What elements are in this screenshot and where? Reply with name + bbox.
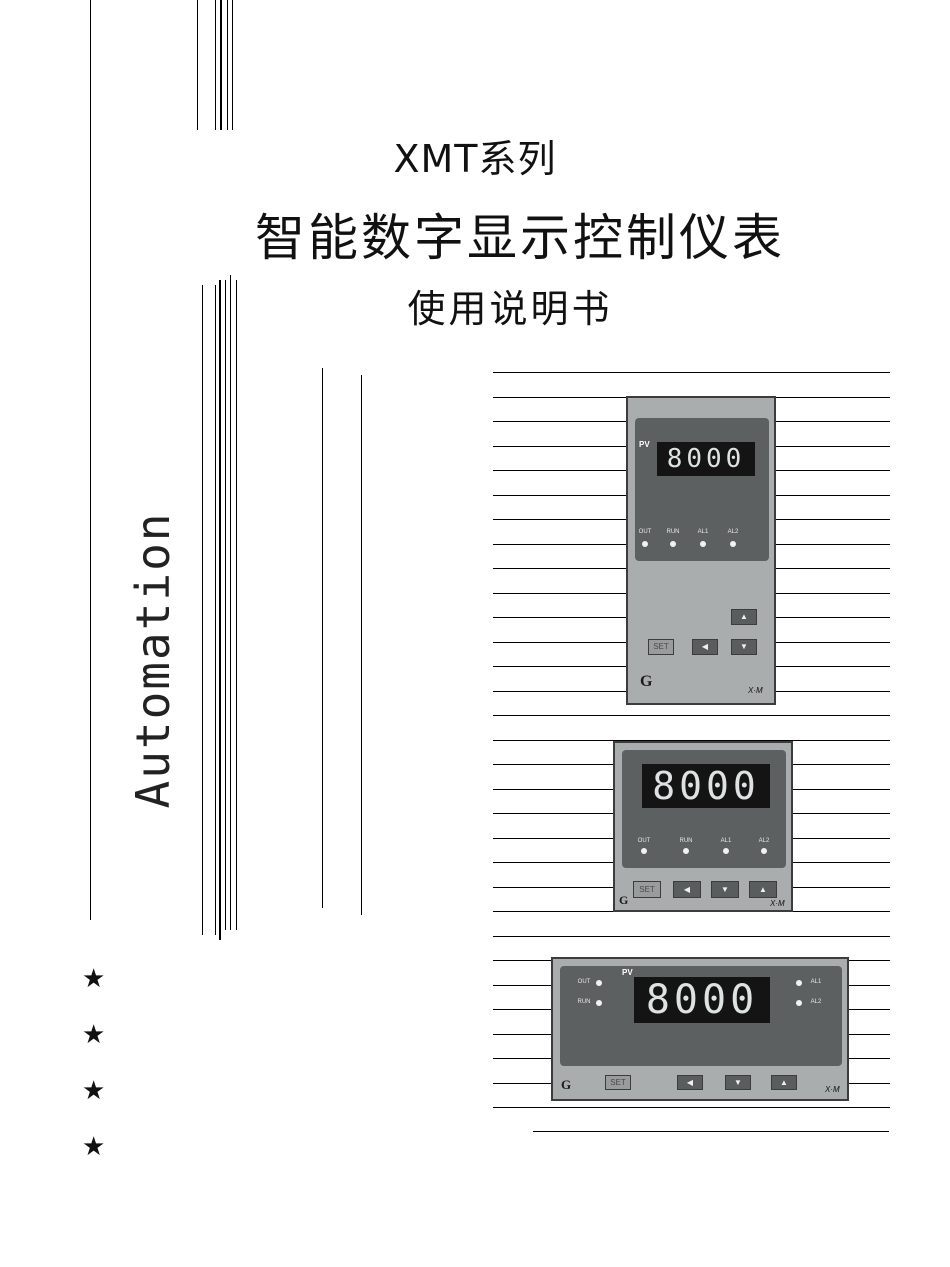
decor-line	[215, 285, 216, 935]
decor-line	[219, 280, 221, 940]
left-button[interactable]: ◀	[692, 639, 718, 655]
decor-line	[232, 0, 233, 130]
digital-display: 8000	[634, 977, 770, 1023]
decor-line	[230, 275, 231, 930]
device-vertical: PV 8000 OUT RUN AL1 AL2 ▲ SET ◀ ▼ G X·M	[626, 396, 776, 705]
document-series-title: XMT系列	[393, 137, 557, 181]
decor-line	[236, 280, 237, 930]
led-al1	[723, 848, 729, 854]
led-label: AL2	[758, 838, 770, 844]
set-button[interactable]: SET	[633, 881, 661, 898]
side-text: Automation	[126, 511, 180, 809]
digital-display: 8000	[657, 442, 755, 476]
decor-hline	[493, 740, 890, 741]
left-button[interactable]: ◀	[673, 881, 701, 898]
digital-display: 8000	[642, 764, 770, 808]
led-label: AL2	[727, 529, 739, 535]
led-label: AL2	[810, 999, 822, 1005]
decor-hline	[493, 372, 890, 373]
device-square: 8000 OUT RUN AL1 AL2 SET ◀ ▼ ▲ G X·M	[613, 741, 793, 912]
led-label: AL1	[720, 838, 732, 844]
led-run	[670, 541, 676, 547]
star-icon: ★	[82, 1132, 106, 1162]
logo: G	[561, 1077, 572, 1092]
led-al2	[761, 848, 767, 854]
led-label: OUT	[577, 979, 591, 985]
device-screen: PV 8000 OUT RUN AL1 AL2	[635, 418, 769, 561]
logo: G	[640, 673, 653, 690]
led-al1	[796, 980, 802, 986]
led-label: OUT	[638, 529, 652, 535]
down-button[interactable]: ▼	[731, 639, 757, 655]
led-run	[683, 848, 689, 854]
led-out	[642, 541, 648, 547]
left-button[interactable]: ◀	[677, 1075, 703, 1090]
star-icon: ★	[82, 964, 106, 994]
led-al2	[730, 541, 736, 547]
led-out	[596, 980, 602, 986]
decor-line	[227, 0, 228, 130]
set-button[interactable]: SET	[648, 639, 674, 655]
decor-line	[90, 0, 91, 920]
device-screen: OUT RUN PV 8000 AL1 AL2	[560, 966, 842, 1066]
led-label: RUN	[577, 999, 591, 1005]
led-out	[641, 848, 647, 854]
led-run	[596, 1000, 602, 1006]
up-button[interactable]: ▲	[749, 881, 777, 898]
up-button[interactable]: ▲	[771, 1075, 797, 1090]
decor-hline	[493, 715, 890, 716]
set-button[interactable]: SET	[605, 1075, 631, 1090]
device-screen: 8000 OUT RUN AL1 AL2	[622, 750, 786, 868]
led-label: RUN	[666, 529, 680, 535]
led-al2	[796, 1000, 802, 1006]
brand-mark: X·M	[770, 899, 785, 908]
decor-line	[220, 0, 222, 130]
brand-mark: X·M	[825, 1085, 840, 1094]
decor-line	[361, 375, 362, 915]
led-label: AL1	[697, 529, 709, 535]
pv-label: PV	[622, 968, 633, 977]
decor-line	[215, 0, 216, 130]
up-button[interactable]: ▲	[731, 609, 757, 625]
logo: G	[619, 893, 629, 907]
device-horizontal: OUT RUN PV 8000 AL1 AL2 G SET ◀ ▼ ▲ X·M	[551, 957, 849, 1101]
brand-mark: X·M	[748, 686, 763, 695]
document-subtitle: 使用说明书	[407, 287, 613, 331]
document-main-title: 智能数字显示控制仪表	[255, 209, 785, 267]
decor-line	[202, 285, 203, 935]
led-label: OUT	[637, 838, 651, 844]
star-icon: ★	[82, 1020, 106, 1050]
down-button[interactable]: ▼	[711, 881, 739, 898]
led-al1	[700, 541, 706, 547]
down-button[interactable]: ▼	[725, 1075, 751, 1090]
star-icon: ★	[82, 1076, 106, 1106]
decor-line	[322, 368, 323, 908]
decor-line	[197, 0, 198, 130]
led-label: RUN	[679, 838, 693, 844]
pv-label: PV	[639, 440, 650, 449]
decor-line	[225, 280, 226, 930]
decor-hline	[533, 1131, 889, 1132]
led-label: AL1	[810, 979, 822, 985]
decor-hline	[493, 1107, 890, 1108]
decor-hline	[493, 936, 890, 937]
